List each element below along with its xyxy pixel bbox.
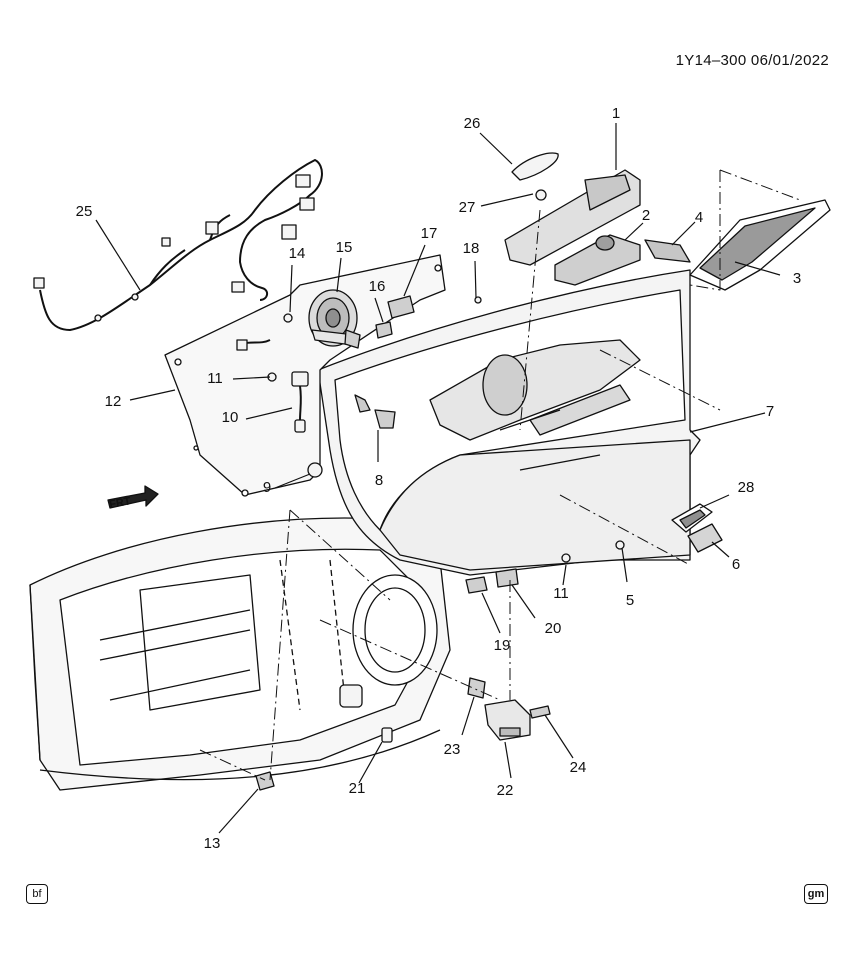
usb-bezel <box>671 503 723 553</box>
frt-label: FRT <box>108 495 131 511</box>
speaker-grille <box>689 199 831 291</box>
callout-4: 4 <box>695 209 703 226</box>
callout-6: 6 <box>732 556 740 573</box>
callout-13: 13 <box>204 835 221 852</box>
clips-and-fasteners <box>255 189 625 791</box>
callout-1: 1 <box>612 105 620 122</box>
leader-lines <box>95 123 781 834</box>
callout-17: 17 <box>421 225 438 242</box>
callout-11: 11 <box>207 370 223 387</box>
callout-14: 14 <box>289 245 306 262</box>
callout-16: 16 <box>369 278 386 295</box>
callout-5: 5 <box>626 592 634 609</box>
window-switch <box>554 234 641 286</box>
callout-10: 10 <box>222 409 239 426</box>
mirror-switch <box>644 239 691 263</box>
bf-badge: bf <box>26 884 48 904</box>
window-switch-bezel <box>504 169 641 266</box>
callout-9: 9 <box>263 479 271 496</box>
reference-lines <box>199 169 801 781</box>
harness-connectors <box>33 174 315 322</box>
callout-25: 25 <box>76 203 93 220</box>
callout-2: 2 <box>642 207 650 224</box>
front-direction-arrow-icon <box>107 485 159 509</box>
handle-cover <box>511 152 559 181</box>
callout-23: 23 <box>444 741 461 758</box>
callout-3: 3 <box>793 270 801 287</box>
callout-24: 24 <box>570 759 587 776</box>
callout-27: 27 <box>459 199 476 216</box>
callout-7: 7 <box>766 403 774 420</box>
door-inner-frame <box>29 517 451 791</box>
callout-15: 15 <box>336 239 353 256</box>
door-trim-panel <box>317 269 701 576</box>
speaker <box>308 289 358 347</box>
sub-harness <box>236 339 309 433</box>
callout-21: 21 <box>349 780 366 797</box>
callout-8: 8 <box>375 472 383 489</box>
callout-18: 18 <box>463 240 480 257</box>
hinge-bracket <box>467 677 551 741</box>
callout-11: 11 <box>553 585 569 602</box>
callout-12: 12 <box>105 393 122 410</box>
gm-logo-icon: gm <box>804 884 828 904</box>
callout-20: 20 <box>545 620 562 637</box>
callout-28: 28 <box>738 479 755 496</box>
callout-26: 26 <box>464 115 481 132</box>
callout-22: 22 <box>497 782 514 799</box>
document-id: 1Y14–300 06/01/2022 <box>675 52 829 69</box>
callout-19: 19 <box>494 637 511 654</box>
